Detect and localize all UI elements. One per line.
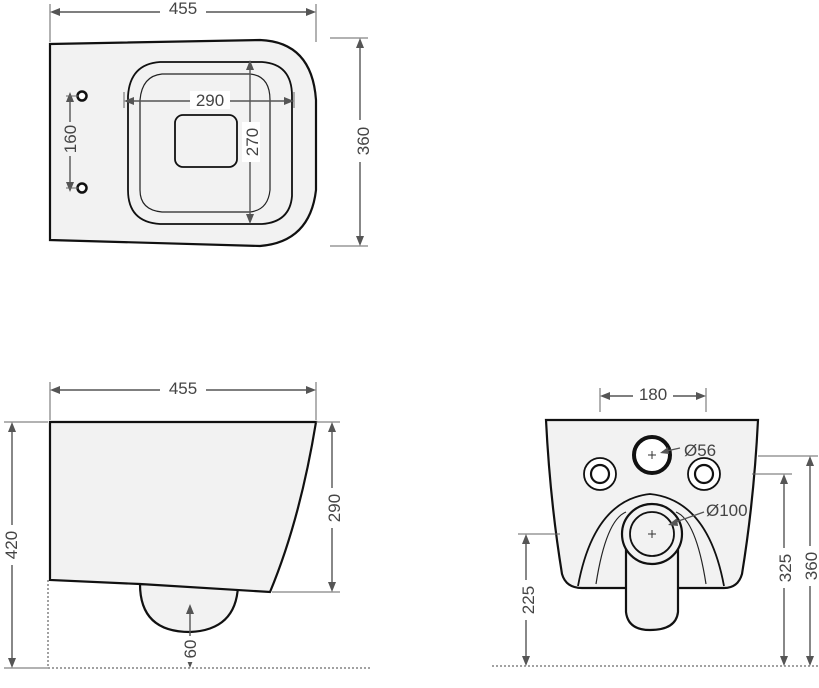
top-width-label: 455 — [169, 0, 197, 18]
rear-view-arch — [577, 493, 725, 587]
side-bowl-height-label: 290 — [325, 494, 344, 522]
rear-inlet-diameter-label: Ø56 — [684, 441, 716, 460]
top-bolt-spacing-label: 160 — [61, 125, 80, 153]
rear-outlet-height-label: 225 — [519, 586, 538, 614]
side-height-label: 420 — [2, 531, 21, 559]
top-view-rim — [127, 61, 293, 225]
rear-total-height-label: 360 — [802, 552, 819, 580]
top-inner-width-label: 290 — [196, 91, 224, 110]
side-outlet-label: 60 — [181, 640, 200, 659]
top-view-bowl-outline — [48, 38, 318, 248]
top-view: 455 360 290 270 160 — [48, 0, 373, 248]
rear-view: 180 Ø56 Ø100 225 325 360 — [492, 385, 819, 667]
side-view-bowl — [48, 420, 318, 594]
top-inner-depth-label: 270 — [243, 128, 262, 156]
rear-view-outlet-pipe — [624, 546, 680, 632]
rear-inlet-height-label: 325 — [776, 554, 795, 582]
top-bolt-hole-upper — [76, 90, 88, 102]
top-depth-label: 360 — [354, 127, 373, 155]
top-view-outlet — [174, 114, 238, 168]
rear-outlet-diameter-label: Ø100 — [706, 501, 748, 520]
side-view: 455 420 290 60 — [2, 379, 370, 669]
side-width-label: 455 — [169, 379, 197, 398]
top-bolt-hole-lower — [76, 182, 88, 194]
rear-bolt-width-label: 180 — [639, 385, 667, 404]
